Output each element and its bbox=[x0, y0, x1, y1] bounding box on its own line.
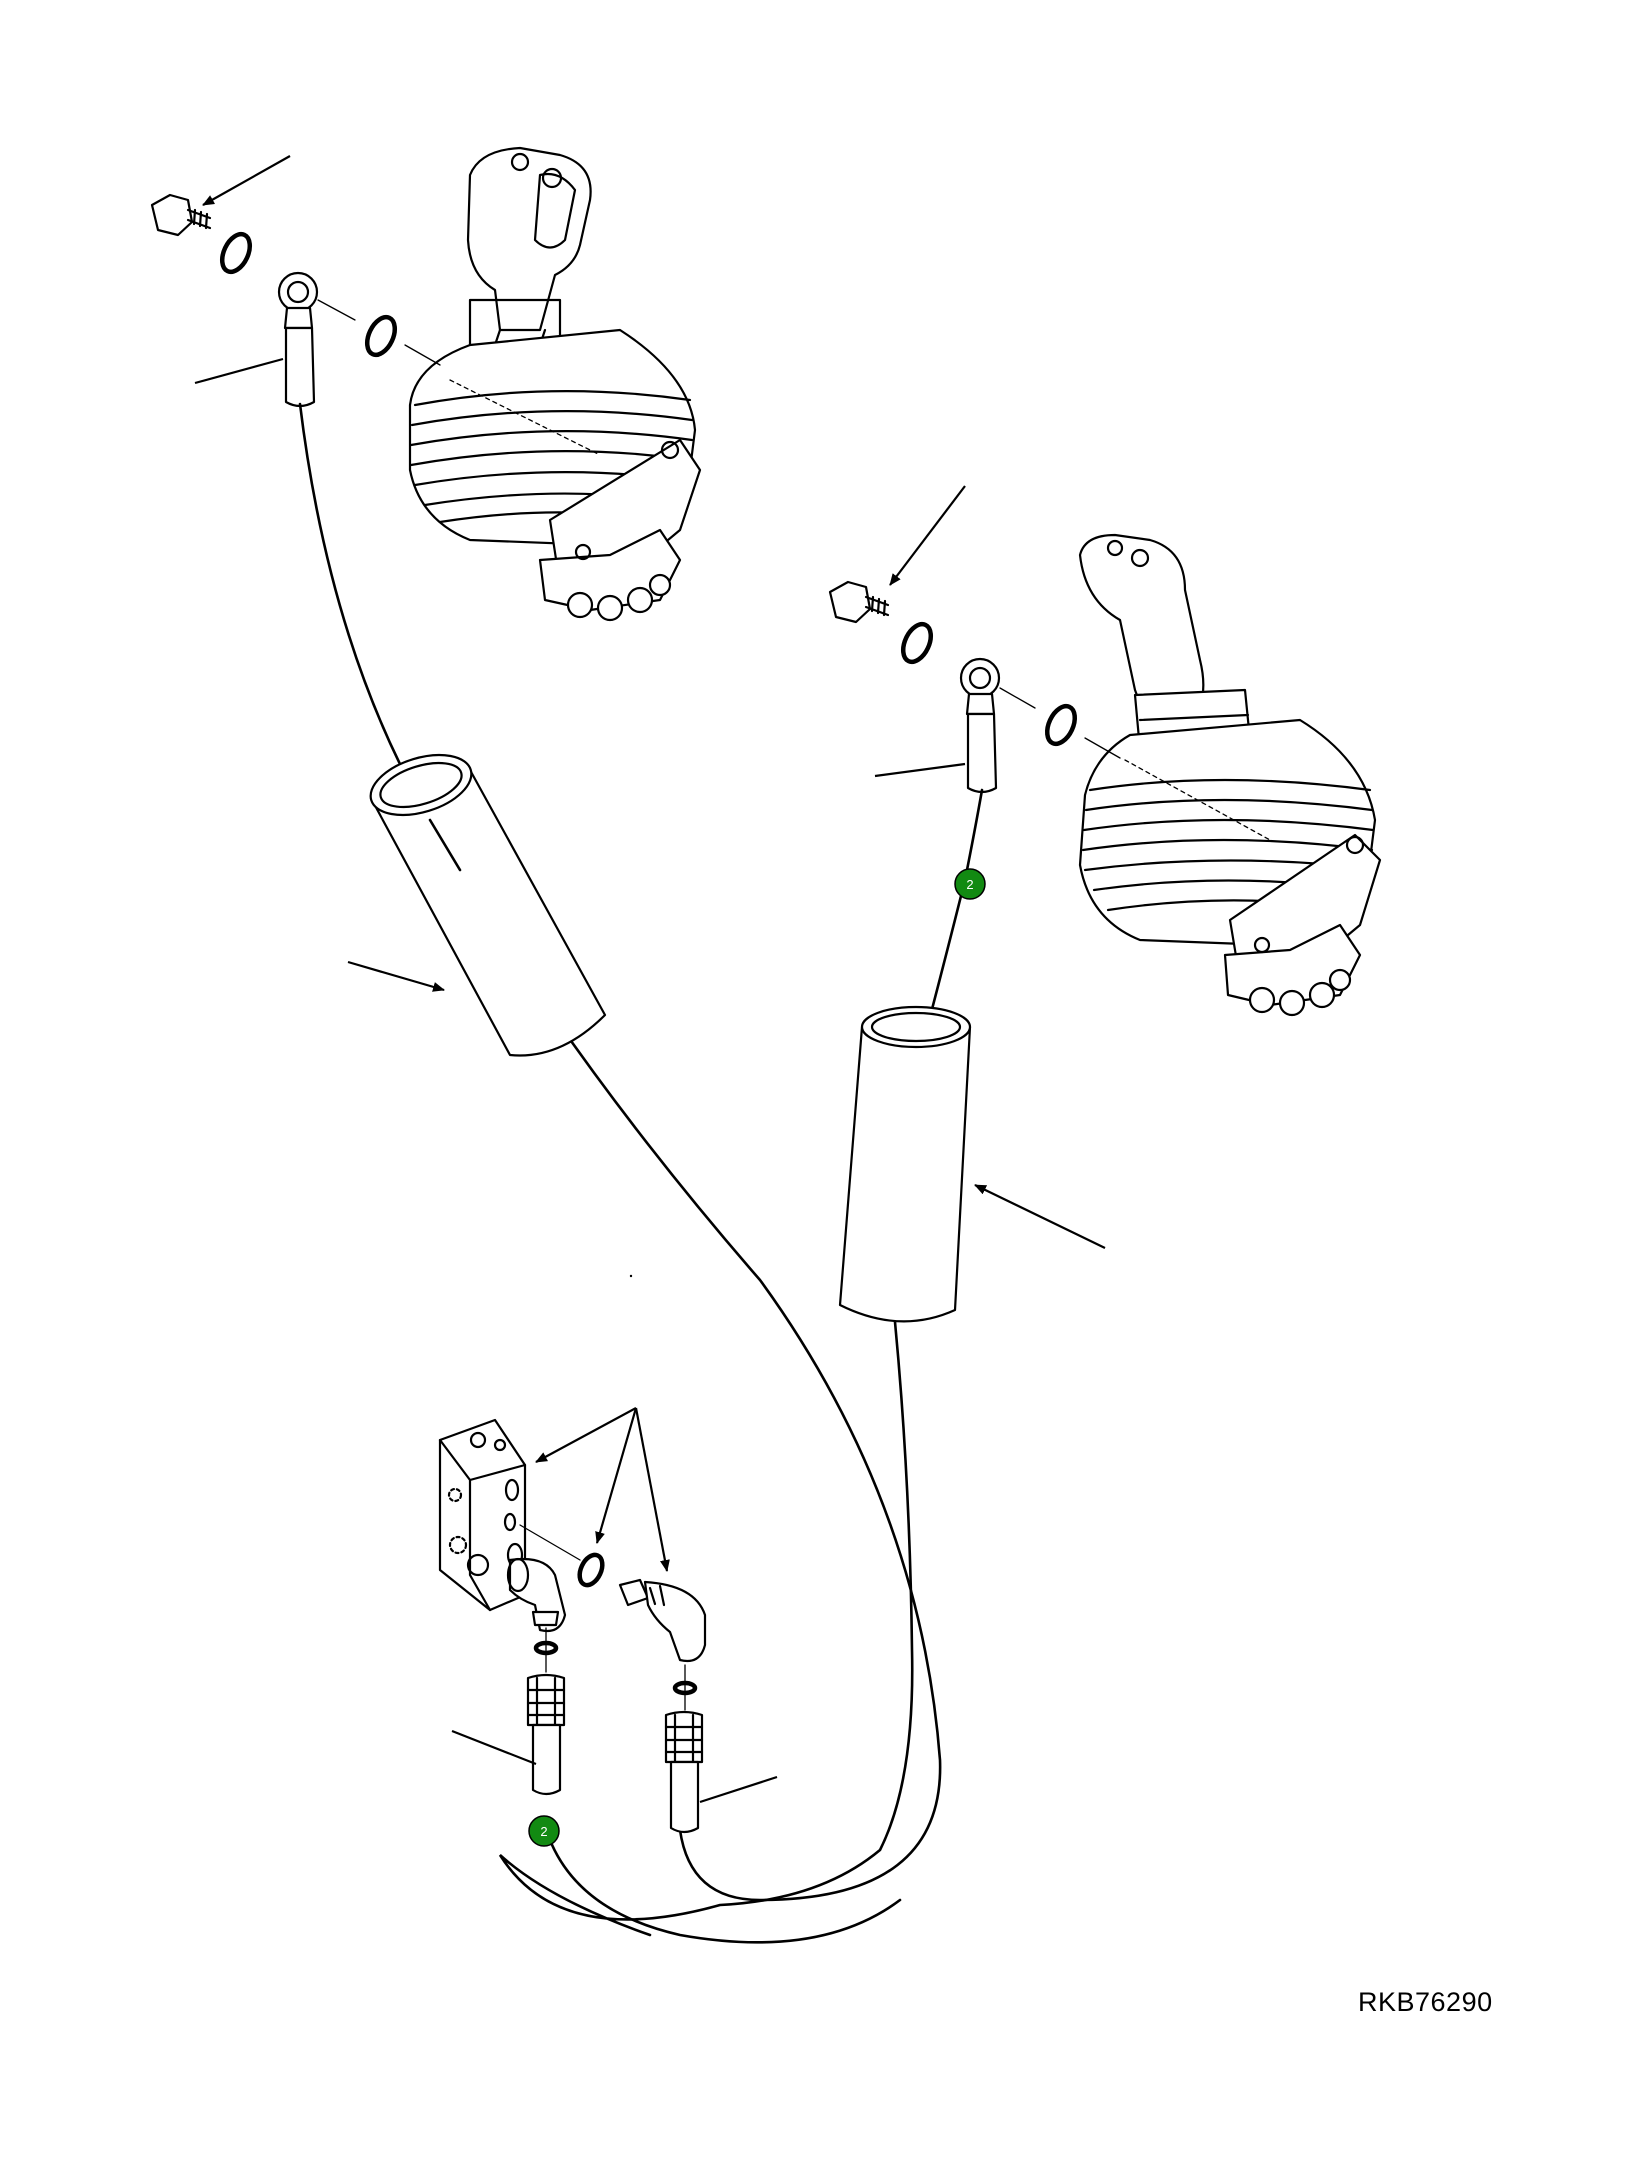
leader-right-lower-fitting bbox=[699, 1775, 778, 1804]
right-hose-protector bbox=[838, 1005, 972, 1323]
leader-right-eye-fitting bbox=[874, 762, 966, 778]
manifold-o-ring bbox=[577, 1552, 605, 1588]
left-banjo-bolt bbox=[150, 193, 212, 237]
right-o-ring-outer bbox=[900, 621, 934, 665]
right-joystick-valve bbox=[1078, 533, 1382, 1017]
right-hose-lower bbox=[498, 1320, 914, 1937]
left-hose bbox=[298, 402, 942, 1902]
right-hose-end bbox=[543, 1824, 902, 1944]
arrow-manifold-o-ring bbox=[595, 1407, 638, 1544]
manifold-axis bbox=[519, 1524, 581, 1561]
left-joystick-valve bbox=[408, 146, 702, 622]
callout-badge-upper: 2 bbox=[954, 868, 986, 900]
arrow-adapter-elbow bbox=[634, 1407, 670, 1572]
adapter-elbow-fitting bbox=[618, 1578, 707, 1663]
arrow-right-banjo-bolt bbox=[889, 485, 966, 586]
right-banjo-bolt bbox=[828, 580, 890, 624]
right-eye-fitting bbox=[959, 657, 1001, 794]
left-assembly-axis bbox=[317, 299, 441, 366]
figure-reference-code: RKB76290 bbox=[1358, 1987, 1493, 2017]
manifold-elbow-fitting bbox=[506, 1557, 567, 1633]
manifold-block bbox=[438, 1418, 527, 1612]
arrow-right-hose-protector bbox=[974, 1184, 1106, 1249]
leader-left-eye-fitting bbox=[194, 357, 284, 385]
left-hose-protector bbox=[369, 753, 607, 1057]
callout-badge-lower: 2 bbox=[528, 1815, 560, 1847]
arrow-left-banjo-bolt bbox=[202, 155, 291, 206]
left-o-ring-inner bbox=[364, 314, 398, 358]
left-eye-fitting bbox=[277, 271, 319, 408]
left-lower-hose-fitting bbox=[526, 1673, 566, 1796]
stray-mark bbox=[629, 1274, 633, 1278]
arrow-manifold-block bbox=[535, 1407, 637, 1463]
right-lower-hose-fitting bbox=[664, 1710, 704, 1834]
callout-badge-upper-label: 2 bbox=[966, 877, 973, 892]
arrow-left-hose-protector bbox=[347, 960, 445, 992]
left-o-ring-outer bbox=[219, 231, 253, 275]
callout-badge-lower-label: 2 bbox=[540, 1824, 547, 1839]
leader-left-lower-fitting bbox=[451, 1729, 537, 1766]
right-o-ring-inner bbox=[1044, 703, 1078, 747]
right-assembly-axis bbox=[999, 687, 1121, 759]
